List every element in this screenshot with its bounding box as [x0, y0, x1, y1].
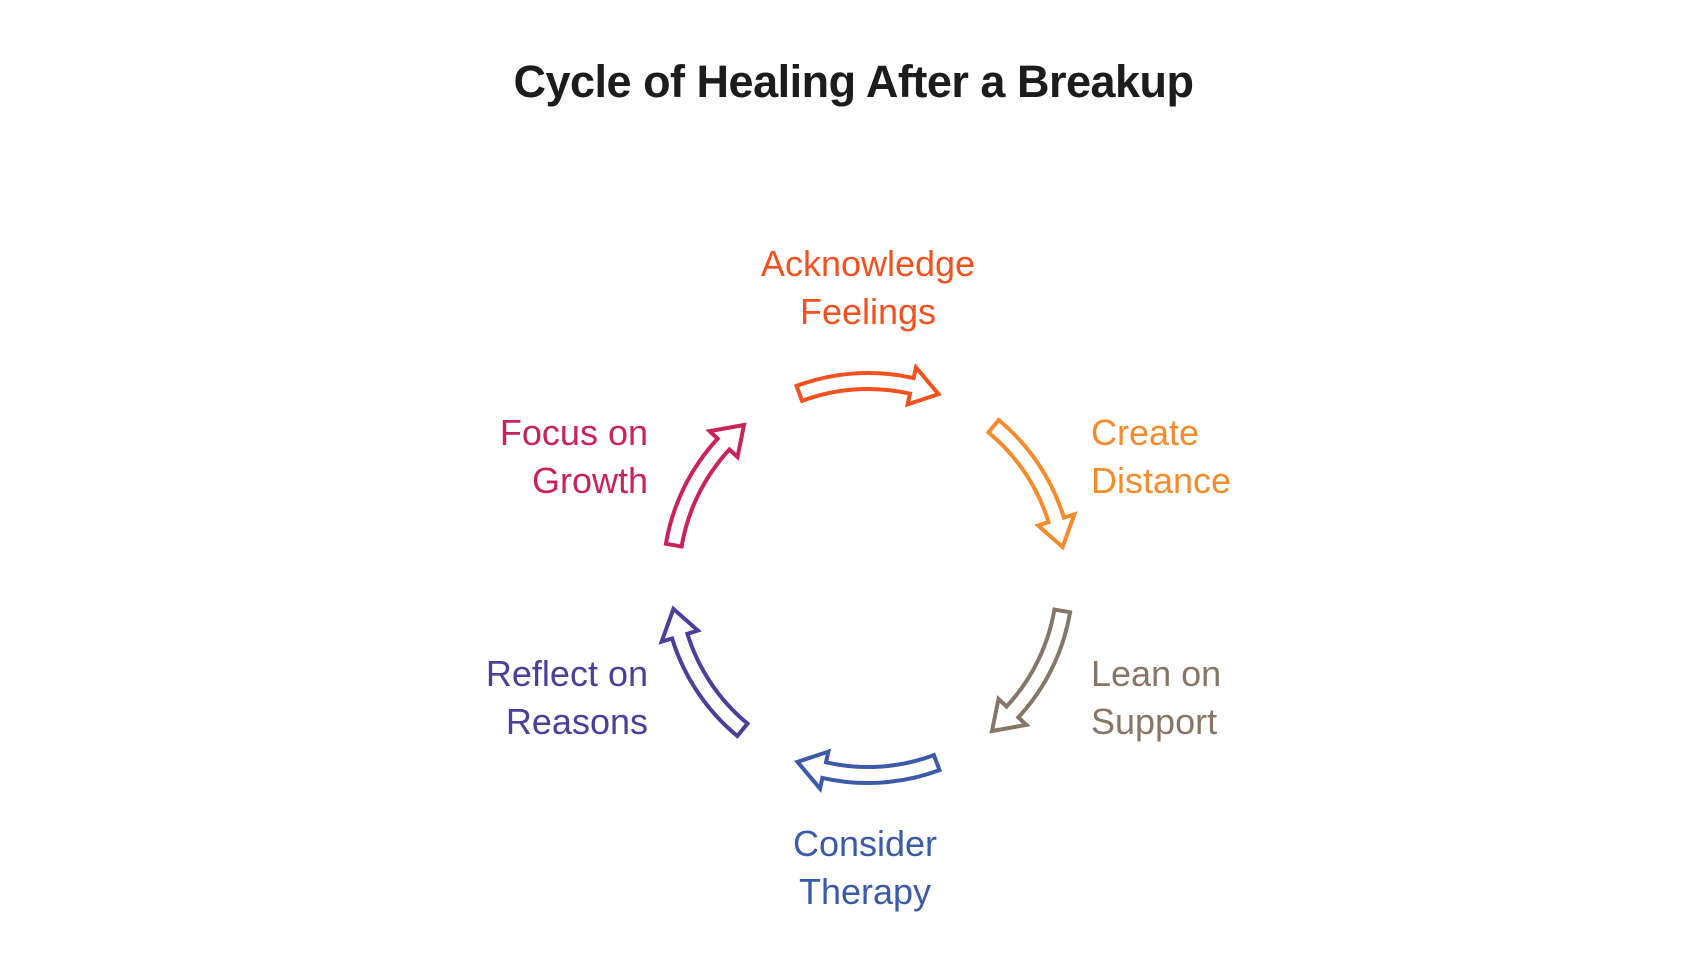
cycle-arrow-6-icon — [663, 422, 747, 549]
step-label-acknowledge-feelings: Acknowledge Feelings — [761, 240, 975, 336]
cycle-arrow-2-icon — [985, 417, 1078, 551]
step-label-line: Focus on — [499, 412, 648, 453]
step-label-focus-on-growth: Focus on Growth — [500, 409, 648, 505]
step-label-line: Distance — [1091, 460, 1232, 501]
step-label-line: Therapy — [798, 871, 932, 912]
step-label-line: Lean on — [1091, 653, 1222, 694]
step-label-line: Reflect on — [485, 653, 648, 694]
cycle-arrow-4-icon — [794, 748, 943, 793]
step-label-line: Create — [1091, 412, 1200, 453]
step-label-consider-therapy: Consider Therapy — [793, 820, 937, 916]
step-label-reflect-on-reasons: Reflect on Reasons — [486, 650, 648, 746]
cycle-arrow-1-icon — [793, 363, 942, 408]
step-label-lean-on-support: Lean on Support — [1091, 650, 1221, 746]
cycle-arrow-5-icon — [658, 605, 751, 739]
cycle-arrow-3-icon — [989, 607, 1073, 734]
step-label-line: Acknowledge — [760, 243, 976, 284]
diagram-title: Cycle of Healing After a Breakup — [513, 56, 1194, 107]
step-label-line: Growth — [531, 460, 648, 501]
step-label-line: Consider — [792, 823, 938, 864]
step-label-line: Support — [1091, 701, 1218, 742]
step-label-line: Reasons — [505, 701, 648, 742]
step-label-line: Feelings — [799, 291, 937, 332]
step-label-create-distance: Create Distance — [1091, 409, 1231, 505]
